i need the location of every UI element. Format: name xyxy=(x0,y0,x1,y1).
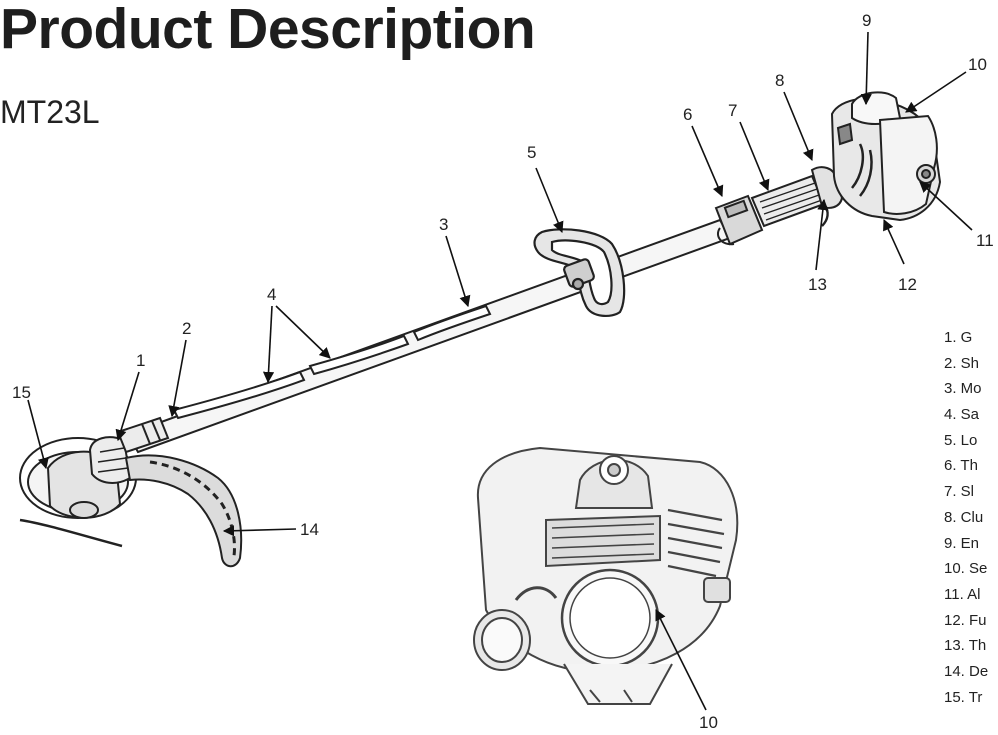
parts-list-item: 5. Lo xyxy=(944,431,978,449)
parts-list-item: 1. G xyxy=(944,329,973,346)
callout-13: 13 xyxy=(808,275,827,294)
engine-unit xyxy=(830,91,942,222)
callout-9: 9 xyxy=(862,11,871,30)
callout-8: 8 xyxy=(775,71,784,90)
leader-lines xyxy=(27,31,973,711)
main-shaft xyxy=(116,218,732,454)
parts-list-item: 15. Tr xyxy=(944,688,983,706)
parts-list-item: 11. Al xyxy=(944,585,981,603)
callout-14: 14 xyxy=(300,520,319,539)
page-title: Product Description xyxy=(0,0,536,61)
callout-12: 12 xyxy=(898,275,917,294)
parts-list-item: 6. Th xyxy=(944,457,978,475)
callout-11: 11 xyxy=(976,231,994,250)
callout-4: 4 xyxy=(267,285,276,304)
debris-shield xyxy=(124,454,243,568)
model-name: MT23L xyxy=(0,94,100,130)
callout-10: 10 xyxy=(968,55,987,74)
parts-list-item: 10. Se xyxy=(944,560,988,578)
callout-3: 3 xyxy=(439,215,448,234)
callout-5: 5 xyxy=(527,143,536,162)
trimmer-head xyxy=(19,436,137,548)
parts-list-item: 4. Sa xyxy=(944,406,980,424)
parts-list-item: 3. Mo xyxy=(944,380,982,398)
loop-handle xyxy=(533,228,626,318)
callout-7: 7 xyxy=(728,101,737,120)
parts-list: 1. G 2. Sh 3. Mo 4. Sa 5. Lo 6. Th 7. Sl… xyxy=(944,325,998,710)
callout-1: 1 xyxy=(136,351,145,370)
callout-engine-10: 10 xyxy=(699,713,718,732)
parts-list-item: 8. Clu xyxy=(944,508,984,526)
parts-list-item: 13. Th xyxy=(944,637,987,655)
parts-list-item: 14. De xyxy=(944,662,989,680)
callout-2: 2 xyxy=(182,319,191,338)
callout-6: 6 xyxy=(683,105,692,124)
callout-15: 15 xyxy=(12,383,31,402)
parts-list-item: 9. En xyxy=(944,534,980,552)
engine-closeup xyxy=(473,446,739,705)
parts-list-item: 12. Fu xyxy=(944,611,987,629)
parts-list-item: 7. Sl xyxy=(944,483,975,501)
parts-list-item: 2. Sh xyxy=(944,354,980,372)
callout-labels: 1 2 3 4 5 6 7 8 9 10 11 12 13 14 15 10 xyxy=(12,11,994,732)
